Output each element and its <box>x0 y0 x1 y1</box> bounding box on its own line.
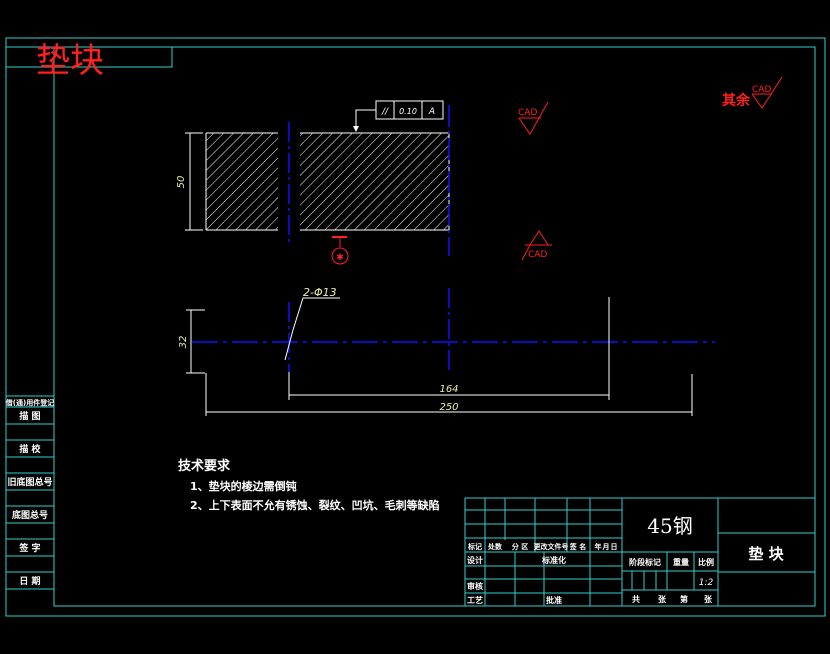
tolerance-datum: A <box>428 107 435 117</box>
sheet-label-3: 张 <box>704 595 713 604</box>
tolerance-frame: // 0.10 A <box>353 100 444 132</box>
outer-frame <box>5 37 826 617</box>
side-label-0: 借(通)用件登记 <box>5 398 54 407</box>
sheet-label-1: 张 <box>658 595 667 604</box>
dim-hole-callout: 2-Φ13 <box>303 286 337 299</box>
center-label-0: 标准化 <box>541 555 566 565</box>
row-header-3: 更改文件号 <box>534 542 569 551</box>
material-label: 45钢 <box>647 514 692 538</box>
left-label-0: 设计 <box>467 555 483 565</box>
top-view: 32 2-Φ13 164 250 <box>178 286 715 416</box>
left-label-2: 工艺 <box>467 595 483 605</box>
left-label-1: 审核 <box>467 581 483 591</box>
roughness-mark-bottom-text: CAD <box>528 250 547 260</box>
dim-height-front: 50 <box>176 176 187 189</box>
roughness-mark-top: CAD <box>518 101 549 135</box>
row-header-1: 处数 <box>487 542 503 551</box>
roughness-mark-top-text: CAD <box>518 108 537 118</box>
title-block: 45钢 垫 块 1:2 标记 处数 分 区 更改文件号 签 名 年 月 日 设计… <box>464 497 816 607</box>
center-label-1: 批准 <box>546 595 562 605</box>
stage-header-2: 比例 <box>698 557 714 567</box>
row-header-4: 签 名 <box>569 542 586 551</box>
tolerance-symbol: // <box>381 107 389 117</box>
row-header-5: 年 <box>595 542 602 551</box>
dim-hole-spacing: 164 <box>439 384 458 395</box>
side-label-6: 日 期 <box>19 575 40 587</box>
side-label-2: 描 校 <box>19 443 41 455</box>
roughness-triangle-icon <box>529 230 549 246</box>
side-label-4: 底图总号 <box>12 509 48 521</box>
stage-header-0: 阶段标记 <box>629 557 661 567</box>
tolerance-value: 0.10 <box>399 107 417 116</box>
tech-heading: 技术要求 <box>178 458 231 474</box>
tech-requirements: 技术要求 1、垫块的棱边需倒钝 2、上下表面不允有锈蚀、裂纹、凹坑、毛刺等缺陷 <box>178 458 440 512</box>
front-view: 50 <box>176 105 450 256</box>
row-header-7: 日 <box>611 543 618 551</box>
part-name-label: 垫 块 <box>748 545 784 563</box>
side-strip: 借(通)用件登记 描 图 描 校 旧底图总号 底图总号 签 字 日 期 <box>5 395 54 590</box>
datum-symbol: ✱ <box>331 236 349 265</box>
side-label-3: 旧底图总号 <box>7 476 52 488</box>
scale-value: 1:2 <box>699 578 714 588</box>
side-label-1: 描 图 <box>19 410 40 422</box>
roughness-note-symbol-text: CAD <box>752 85 771 95</box>
hatch-left <box>206 133 278 230</box>
roughness-check-icon <box>751 76 783 109</box>
title-box <box>5 46 173 68</box>
surface-roughness-note: 其余 CAD <box>722 76 783 109</box>
datum-circle-icon <box>331 247 349 265</box>
row-header-6: 月 <box>602 543 610 551</box>
roughness-mark-bottom: CAD <box>521 230 552 261</box>
dim-height-bottom: 32 <box>178 336 189 349</box>
tech-item-1: 1、垫块的棱边需倒钝 <box>190 479 297 493</box>
sheet-label-0: 共 <box>632 594 640 604</box>
hatch-right <box>300 133 449 230</box>
inner-border <box>53 46 816 607</box>
sheet-label-2: 第 <box>680 594 688 604</box>
row-header-2: 分 区 <box>512 542 528 551</box>
tech-item-2: 2、上下表面不允有锈蚀、裂纹、凹坑、毛刺等缺陷 <box>190 498 440 512</box>
row-header-0: 标记 <box>467 542 482 551</box>
side-label-5: 签 字 <box>18 542 40 554</box>
roughness-note-label: 其余 <box>722 92 751 109</box>
dim-overall-length: 250 <box>439 402 458 413</box>
roughness-triangle-icon <box>518 101 549 135</box>
stage-header-1: 重量 <box>673 557 689 567</box>
drawing-title: 垫块 <box>36 41 104 81</box>
svg-text:✱: ✱ <box>336 253 344 263</box>
